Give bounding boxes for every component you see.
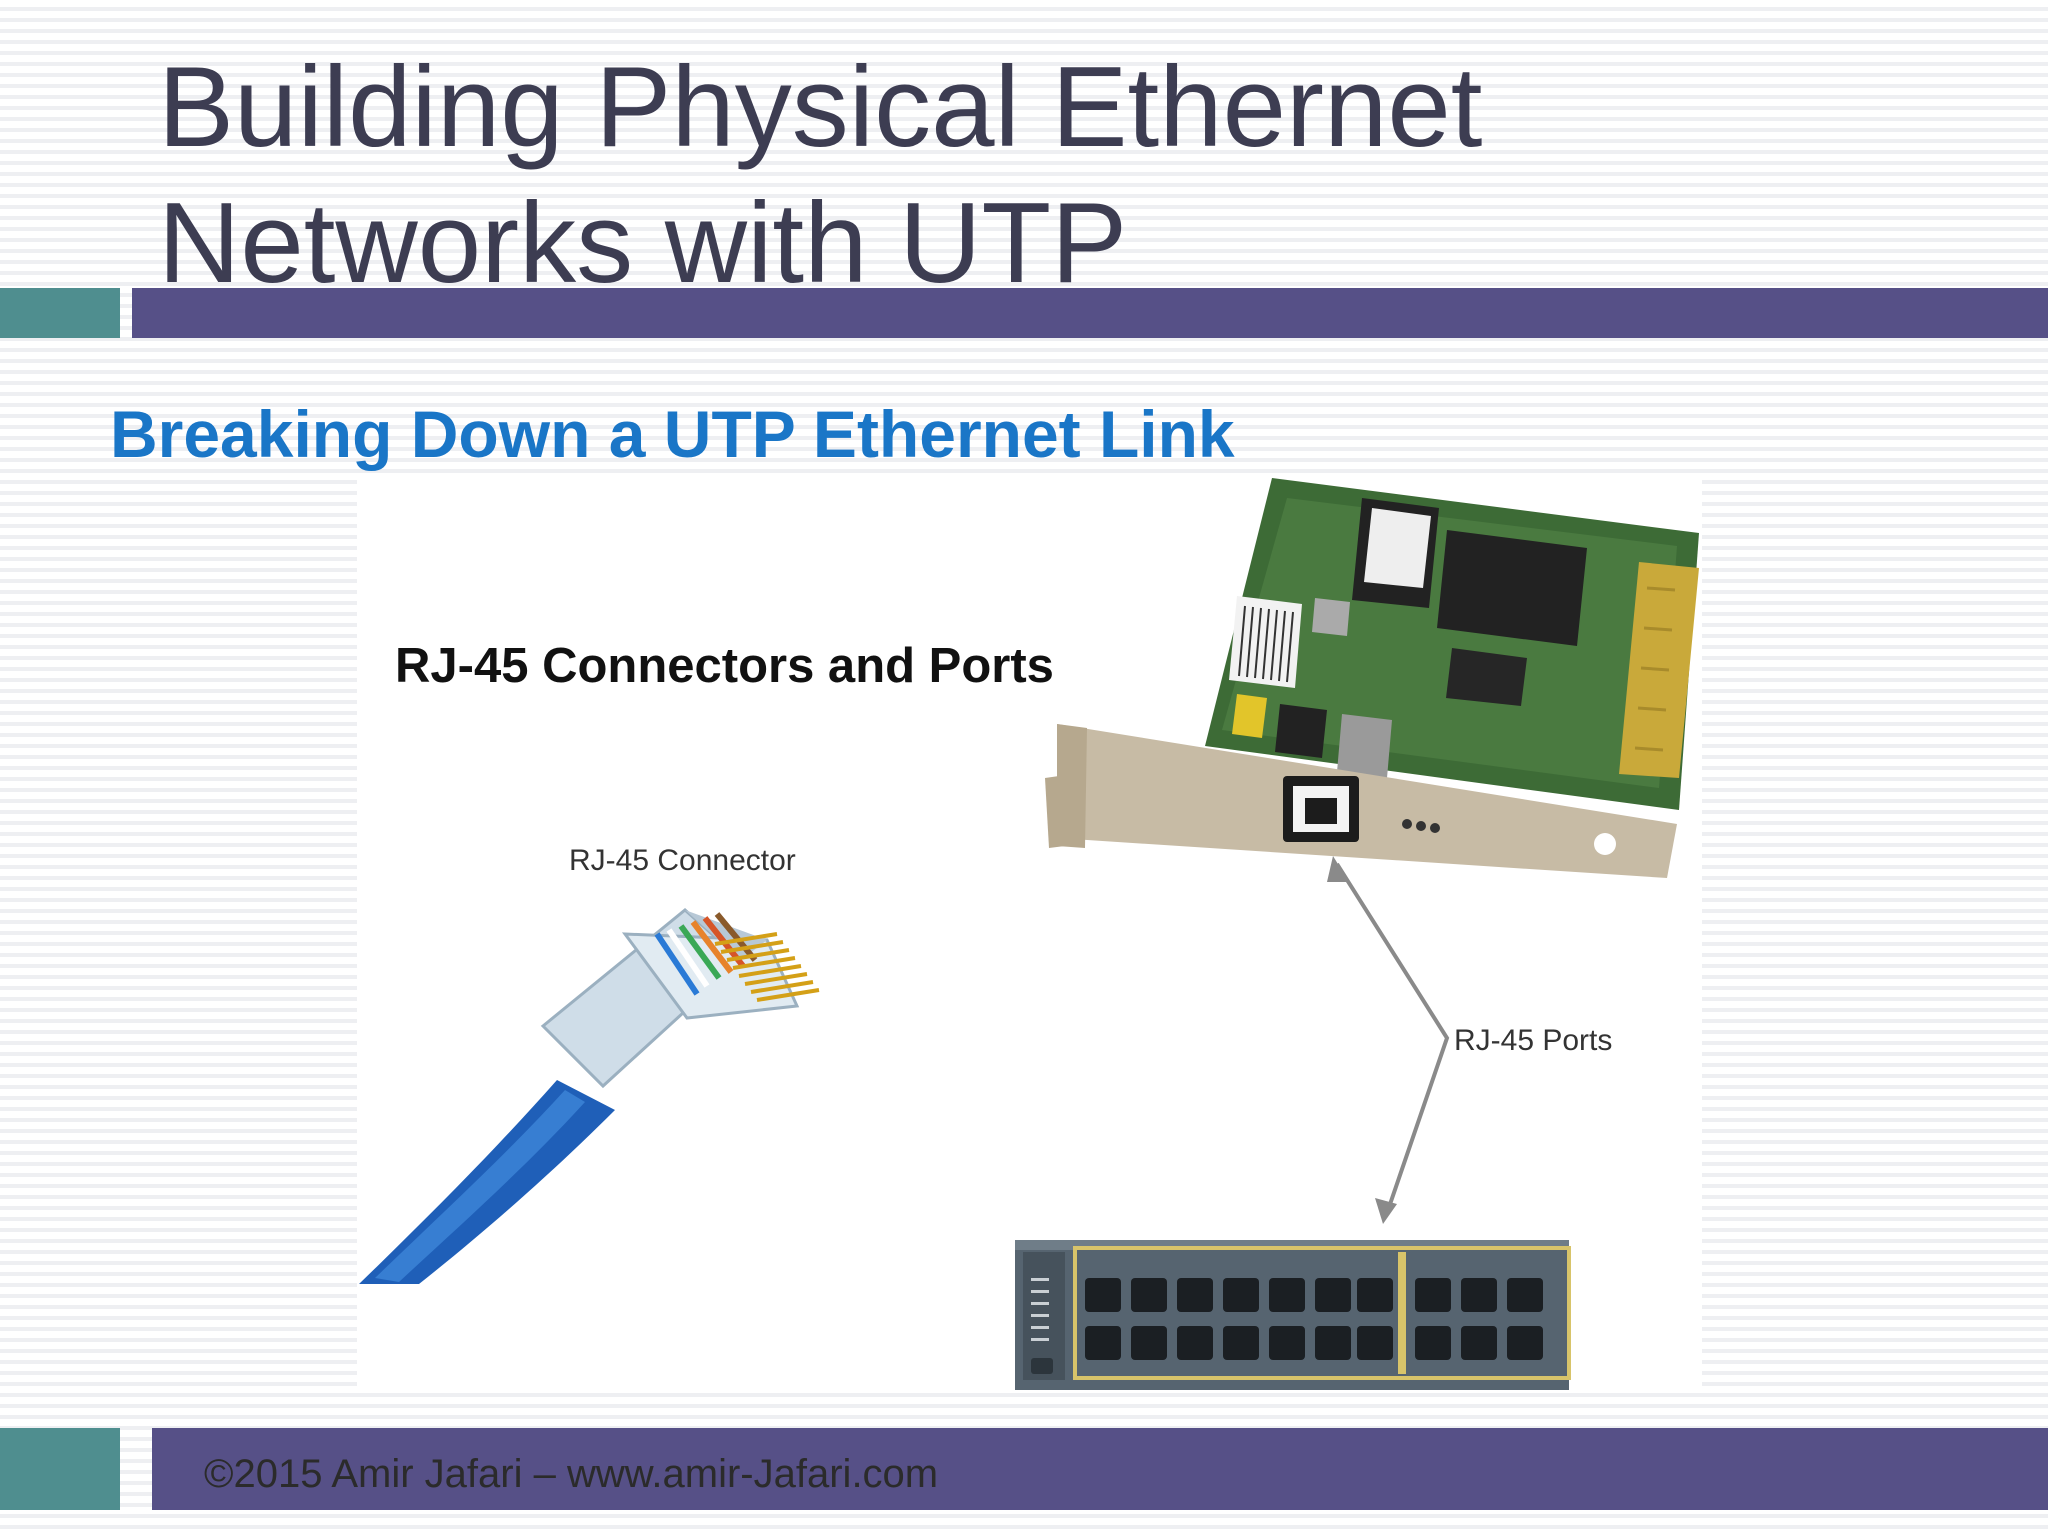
rj45-ports-arrow [1327, 856, 1450, 1224]
title-divider-bar [132, 288, 2048, 338]
rj45-ports-label: RJ-45 Ports [1454, 1024, 1613, 1057]
network-switch-image [1015, 1240, 1571, 1390]
title-accent-bar [0, 288, 120, 338]
rj45-connector-label: RJ-45 Connector [569, 844, 796, 877]
slide-title-line-1: Building Physical Ethernet [158, 44, 1483, 171]
rj45-cable-connector-image [359, 908, 820, 1284]
slide-title-line-2: Networks with UTP [158, 180, 1128, 307]
slide-title: Building Physical Ethernet Networks with… [158, 40, 1482, 312]
footer-bar [152, 1428, 2048, 1510]
figure-heading: RJ-45 Connectors and Ports [395, 639, 1054, 693]
footer-accent-bar [0, 1428, 120, 1510]
footer-copyright: ©2015 Amir Jafari – www.amir-Jafari.com [204, 1452, 939, 1496]
slide-subtitle: Breaking Down a UTP Ethernet Link [110, 397, 1235, 471]
network-interface-card-image [1045, 478, 1699, 878]
figure-panel: RJ-45 Connectors and Ports RJ-45 Connect… [357, 478, 1702, 1390]
